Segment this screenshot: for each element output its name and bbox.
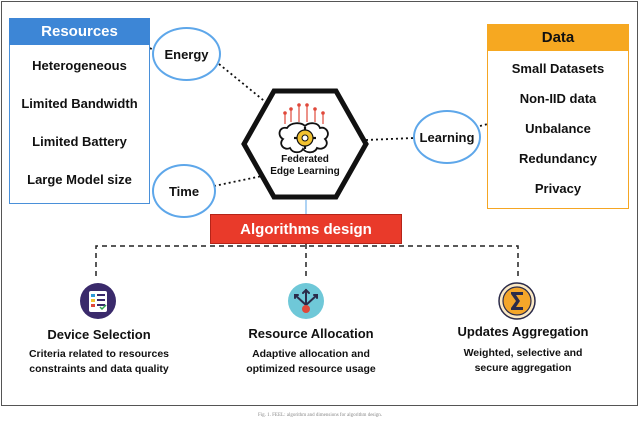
link-resources-energy [149, 47, 154, 51]
sigma-icon [498, 282, 536, 320]
brain-gear-icon [278, 103, 329, 154]
resources-header: Resources [9, 18, 150, 45]
figure-caption: Fig. 1. FEEL: algorithm and dimensions f… [257, 413, 383, 418]
updates-desc-line1: Weighted, selective and [463, 347, 583, 359]
data-header: Data [487, 24, 629, 51]
updates-desc-line2: secure aggregation [474, 362, 572, 374]
data-item: Unbalance [525, 121, 591, 136]
resource-desc-line2: optimized resource usage [246, 363, 376, 375]
updates-aggregation-desc: Weighted, selective and secure aggregati… [443, 346, 603, 376]
device-desc-line1: Criteria related to resources [28, 348, 170, 360]
data-list: Small Datasets Non-IID data Unbalance Re… [488, 59, 628, 198]
federated-edge-learning-hexagon [241, 88, 369, 200]
time-bubble: Time [152, 164, 216, 218]
resource-desc-line1: Adaptive allocation and [252, 348, 370, 360]
data-panel: Data Small Datasets Non-IID data Unbalan… [487, 24, 629, 209]
link-time-hexagon [213, 175, 263, 187]
resources-panel: Resources Heterogeneous Limited Bandwidt… [9, 18, 150, 204]
link-hexagon-learning [365, 137, 415, 141]
link-learning-data [479, 123, 489, 127]
data-item: Non-IID data [519, 91, 597, 106]
algorithms-design-box: Algorithms design [210, 214, 402, 244]
device-desc-line2: constraints and data quality [29, 363, 169, 375]
resource-item: Heterogeneous [32, 58, 127, 73]
tree-connector [95, 244, 519, 276]
data-item: Redundancy [518, 151, 597, 166]
device-selection-title: Device Selection [47, 327, 151, 342]
resource-allocation-title: Resource Allocation [248, 326, 374, 341]
checklist-icon [80, 283, 116, 319]
data-item: Privacy [534, 181, 582, 196]
link-energy-hexagon [218, 63, 269, 105]
split-arrows-icon [288, 283, 324, 319]
updates-aggregation-title: Updates Aggregation [457, 324, 589, 339]
federated-edge-learning-label: Federated Edge Learning [259, 154, 351, 178]
device-selection-desc: Criteria related to resources constraint… [14, 347, 184, 377]
fel-label-line1: Federated [281, 154, 329, 165]
learning-bubble: Learning [413, 110, 481, 164]
resource-allocation-desc: Adaptive allocation and optimized resour… [226, 347, 396, 377]
resource-item: Limited Bandwidth [21, 96, 138, 111]
data-item: Small Datasets [511, 61, 605, 76]
energy-bubble: Energy [152, 27, 221, 81]
resource-item: Limited Battery [32, 134, 127, 149]
fel-label-line2: Edge Learning [270, 166, 340, 177]
resources-list: Heterogeneous Limited Bandwidth Limited … [10, 56, 149, 189]
resource-item: Large Model size [27, 172, 132, 187]
